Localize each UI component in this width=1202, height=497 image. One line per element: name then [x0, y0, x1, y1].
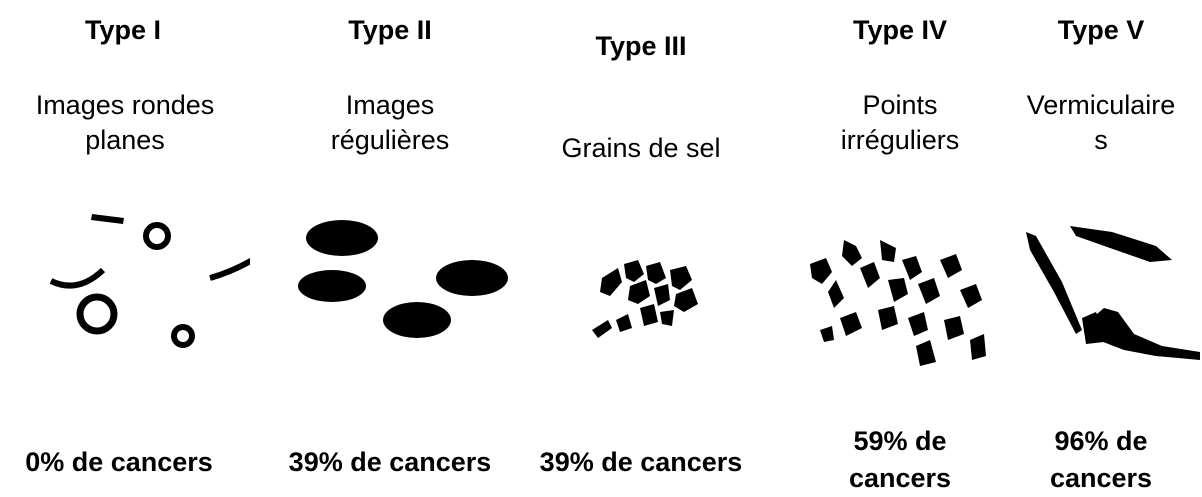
cancer-rate: 96% de cancers: [1000, 423, 1202, 497]
salt-grains-icon: [510, 200, 772, 360]
irregular-points-icon: [800, 200, 1000, 370]
type-column-2: Type II Images régulières 39% de cancers: [270, 0, 510, 492]
type-description: Vermiculaire s: [1000, 88, 1202, 158]
type-column-5: Type V Vermiculaire s 96% de cancers: [1000, 0, 1202, 492]
vermicular-icon: [1000, 200, 1202, 370]
cancer-rate: 39% de cancers: [270, 444, 510, 480]
type-title: Type IV: [800, 14, 1000, 46]
type-title: Type III: [510, 30, 772, 62]
round-rings-icon: [0, 200, 250, 360]
type-column-4: Type IV Points irréguliers 59% de cancer…: [800, 0, 1000, 492]
cancer-rate: 39% de cancers: [510, 444, 772, 480]
type-title: Type V: [1000, 14, 1202, 46]
type-description: Grains de sel: [510, 131, 772, 166]
cancer-rate: 0% de cancers: [0, 444, 244, 480]
type-description: Points irréguliers: [800, 88, 1000, 158]
type-column-1: Type I Images rondes planes 0% de cancer…: [0, 0, 250, 492]
type-column-3: Type III Grains de sel 39% de cancers: [510, 0, 772, 492]
regular-ovals-icon: [270, 200, 510, 360]
type-title: Type I: [0, 14, 248, 46]
type-description: Images régulières: [270, 88, 510, 158]
type-title: Type II: [270, 14, 510, 46]
cancer-rate: 59% de cancers: [800, 423, 1000, 497]
type-description: Images rondes planes: [0, 88, 250, 158]
